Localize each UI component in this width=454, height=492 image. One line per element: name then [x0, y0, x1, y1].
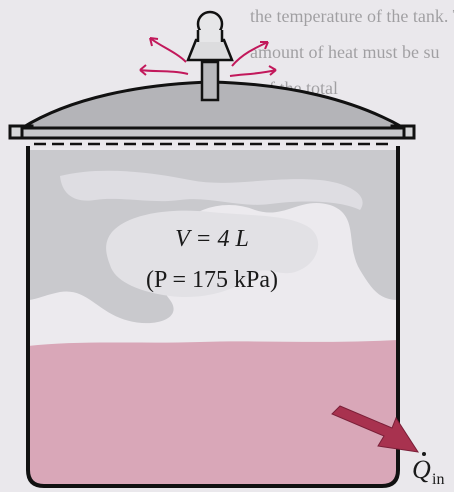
heat-input-label: Q in: [412, 452, 444, 488]
steam-arrow-2-head: [139, 64, 147, 76]
pot-interior: [28, 148, 398, 486]
steam-arrow-4: [229, 69, 277, 77]
heat-symbol: Q: [412, 455, 431, 484]
lid: [8, 80, 416, 146]
steam-arrows: [139, 37, 277, 77]
vapor-highlight: [106, 210, 319, 298]
pot-outline: [26, 146, 400, 488]
heat-subscript: in: [432, 471, 444, 488]
valve-icon: [186, 10, 234, 102]
steam-arrow-2: [139, 69, 189, 75]
valve-stem: [200, 60, 220, 102]
background-text-line-2: amount of heat must be su: [250, 42, 439, 62]
steam-arrow-3: [231, 41, 269, 67]
heat-arrow-shape: [331, 405, 420, 453]
volume-label: V = 4 L: [175, 226, 249, 252]
background-text-line-1: the temperature of the tank. Th: [250, 6, 454, 26]
vapor-swirl: [60, 170, 363, 210]
heat-dot-accent: [422, 452, 426, 456]
pressure-label: (P = 175 kPa): [146, 267, 278, 293]
background-text: the temperature of the tank. Th amount o…: [250, 6, 454, 98]
steam-arrow-1-head: [149, 37, 159, 47]
arrow-right-icon: [331, 405, 420, 453]
liquid-region: [28, 340, 398, 486]
valve-weight: [186, 38, 234, 62]
steam-arrow-3-head: [260, 41, 269, 50]
steam-arrow-1: [149, 37, 187, 63]
lid-rim: [20, 126, 406, 140]
steam-arrow-4-head: [268, 65, 277, 76]
valve-neck: [198, 30, 222, 42]
